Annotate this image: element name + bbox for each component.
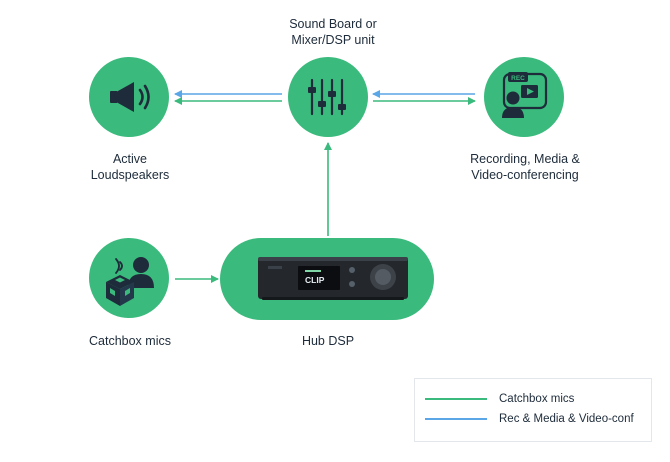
sound-board-label: Sound Board or Mixer/DSP unit (263, 16, 403, 48)
hub-screen-text: CLIP (305, 275, 325, 285)
recording-label-line2: Video-conferencing (471, 168, 579, 182)
speakers-label-line1: Active (112, 152, 148, 166)
hub-label: Hub DSP (301, 334, 355, 348)
legend-label-rec-media: Rec & Media & Video-conf (499, 413, 634, 425)
catchbox-node (89, 238, 169, 318)
legend-label-catchbox: Catchbox mics (499, 393, 575, 405)
recording-media-icon: REC (502, 72, 548, 118)
legend-item-catchbox: Catchbox mics (425, 391, 574, 407)
legend: Catchbox mics Rec & Media & Video-conf (414, 378, 652, 442)
speakers-label: Active Loudspeakers (70, 151, 190, 183)
sound-board-node (288, 57, 368, 137)
speaker-icon (110, 82, 150, 112)
catchbox-label: Catchbox mics (89, 334, 171, 348)
recording-label-line1: Recording, Media & (470, 152, 580, 166)
speakers-label-line2: Loudspeakers (90, 168, 170, 182)
catchbox-mic-icon (106, 257, 154, 306)
mixer-sliders-icon (308, 78, 346, 116)
legend-item-rec-media: Rec & Media & Video-conf (425, 411, 634, 427)
recording-label: Recording, Media & Video-conferencing (450, 151, 600, 183)
hub-device-icon: CLIP (258, 257, 408, 300)
legend-line-blue (425, 417, 487, 420)
legend-line-green (425, 397, 487, 400)
sound-board-label-line2: Mixer/DSP unit (291, 33, 375, 47)
rec-badge-text: REC (511, 75, 525, 82)
sound-board-label-line1: Sound Board or (289, 17, 377, 31)
